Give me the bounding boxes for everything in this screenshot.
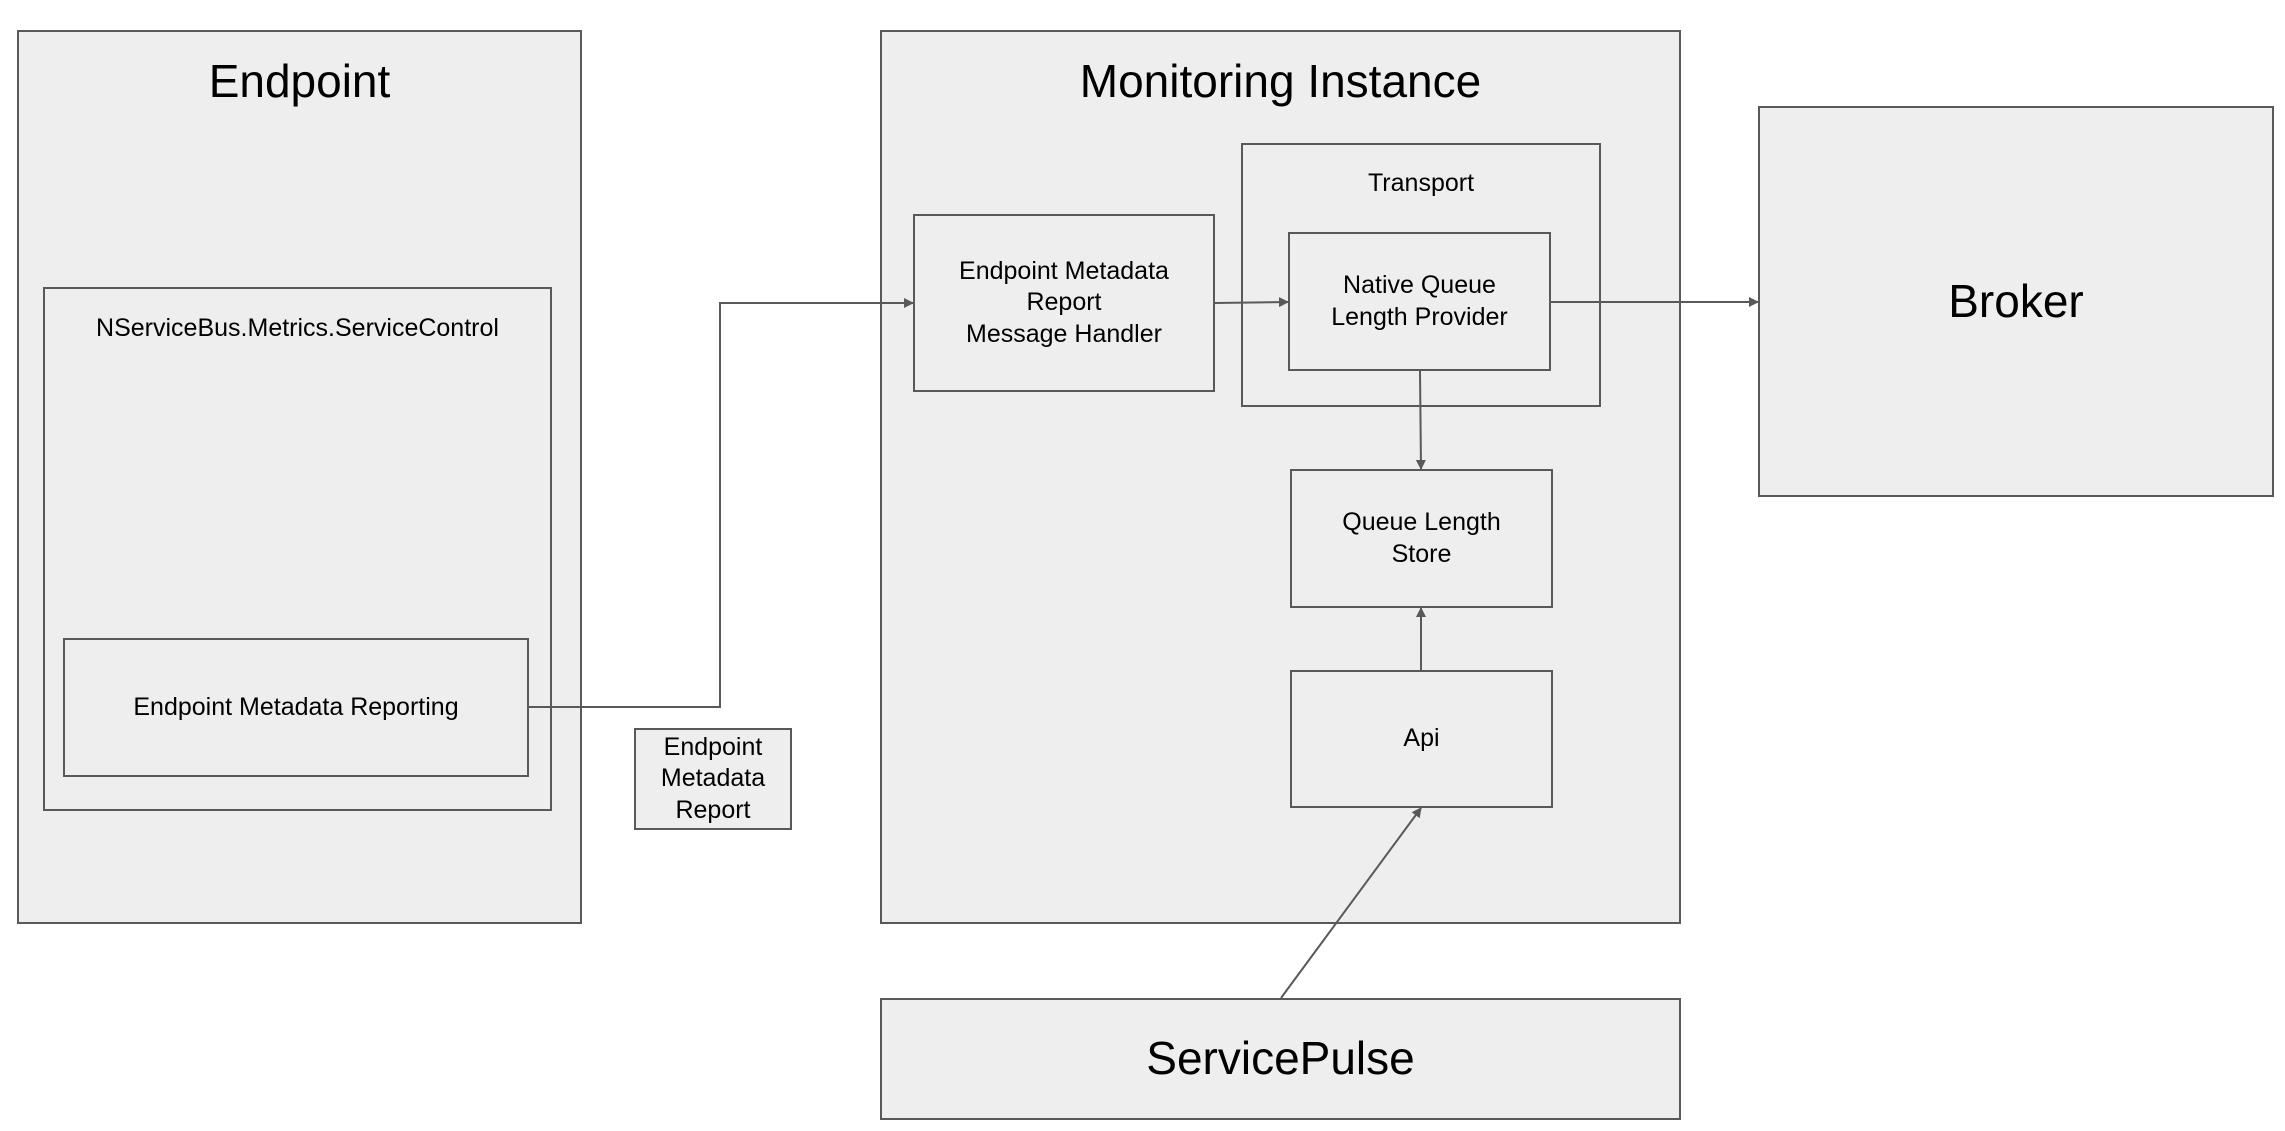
broker-box: Broker xyxy=(1758,106,2274,497)
message-handler-box: Endpoint Metadata Report Message Handler xyxy=(913,214,1215,392)
metadata-report-message-label: Endpoint Metadata Report xyxy=(634,728,792,830)
endpoint-title: Endpoint xyxy=(208,55,391,107)
queue-length-provider-box: Native Queue Length Provider xyxy=(1288,232,1551,371)
metrics-package-title: NServiceBus.Metrics.ServiceControl xyxy=(96,314,499,342)
transport-title: Transport xyxy=(1367,169,1475,197)
arrow-reporting-to-handler xyxy=(529,298,914,708)
servicepulse-box: ServicePulse xyxy=(880,998,1681,1120)
queue-length-store-box: Queue Length Store xyxy=(1290,469,1553,608)
monitoring-instance-title: Monitoring Instance xyxy=(1079,55,1482,107)
metadata-reporting-box: Endpoint Metadata Reporting xyxy=(63,638,529,777)
api-box: Api xyxy=(1290,670,1553,808)
